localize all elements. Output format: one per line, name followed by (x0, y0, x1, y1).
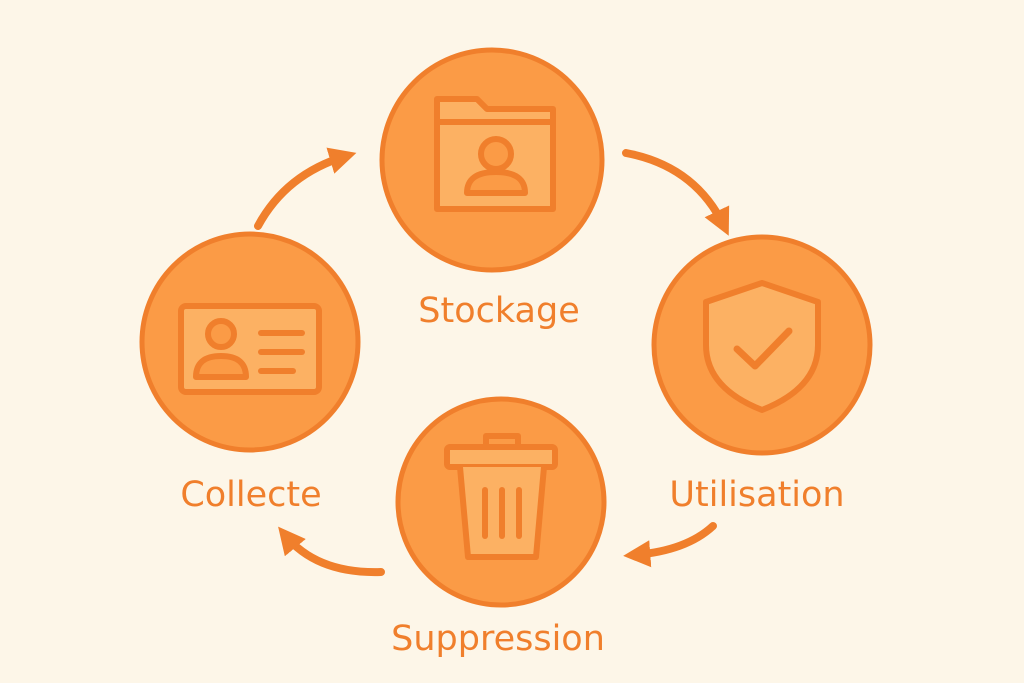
stage-stockage-node (379, 47, 605, 273)
stage-label-stockage: Stockage (418, 291, 580, 331)
id-card-icon (178, 303, 322, 395)
stage-suppression-node (395, 396, 607, 608)
arrow-suppression-to-collecte (278, 526, 385, 577)
trash-icon (444, 433, 558, 560)
stage-label-suppression: Suppression (391, 619, 605, 659)
stage-label-collecte: Collecte (180, 475, 322, 515)
shield-check-icon (703, 280, 821, 413)
folder-user-icon (434, 96, 556, 212)
stage-collecte-node (139, 231, 361, 453)
arrow-stockage-to-utilisation (622, 149, 730, 236)
stage-utilisation-node (651, 234, 873, 456)
arrow-collecte-to-stockage (254, 147, 357, 230)
stage-label-utilisation: Utilisation (669, 475, 845, 515)
arrow-utilisation-to-suppression (623, 522, 717, 568)
